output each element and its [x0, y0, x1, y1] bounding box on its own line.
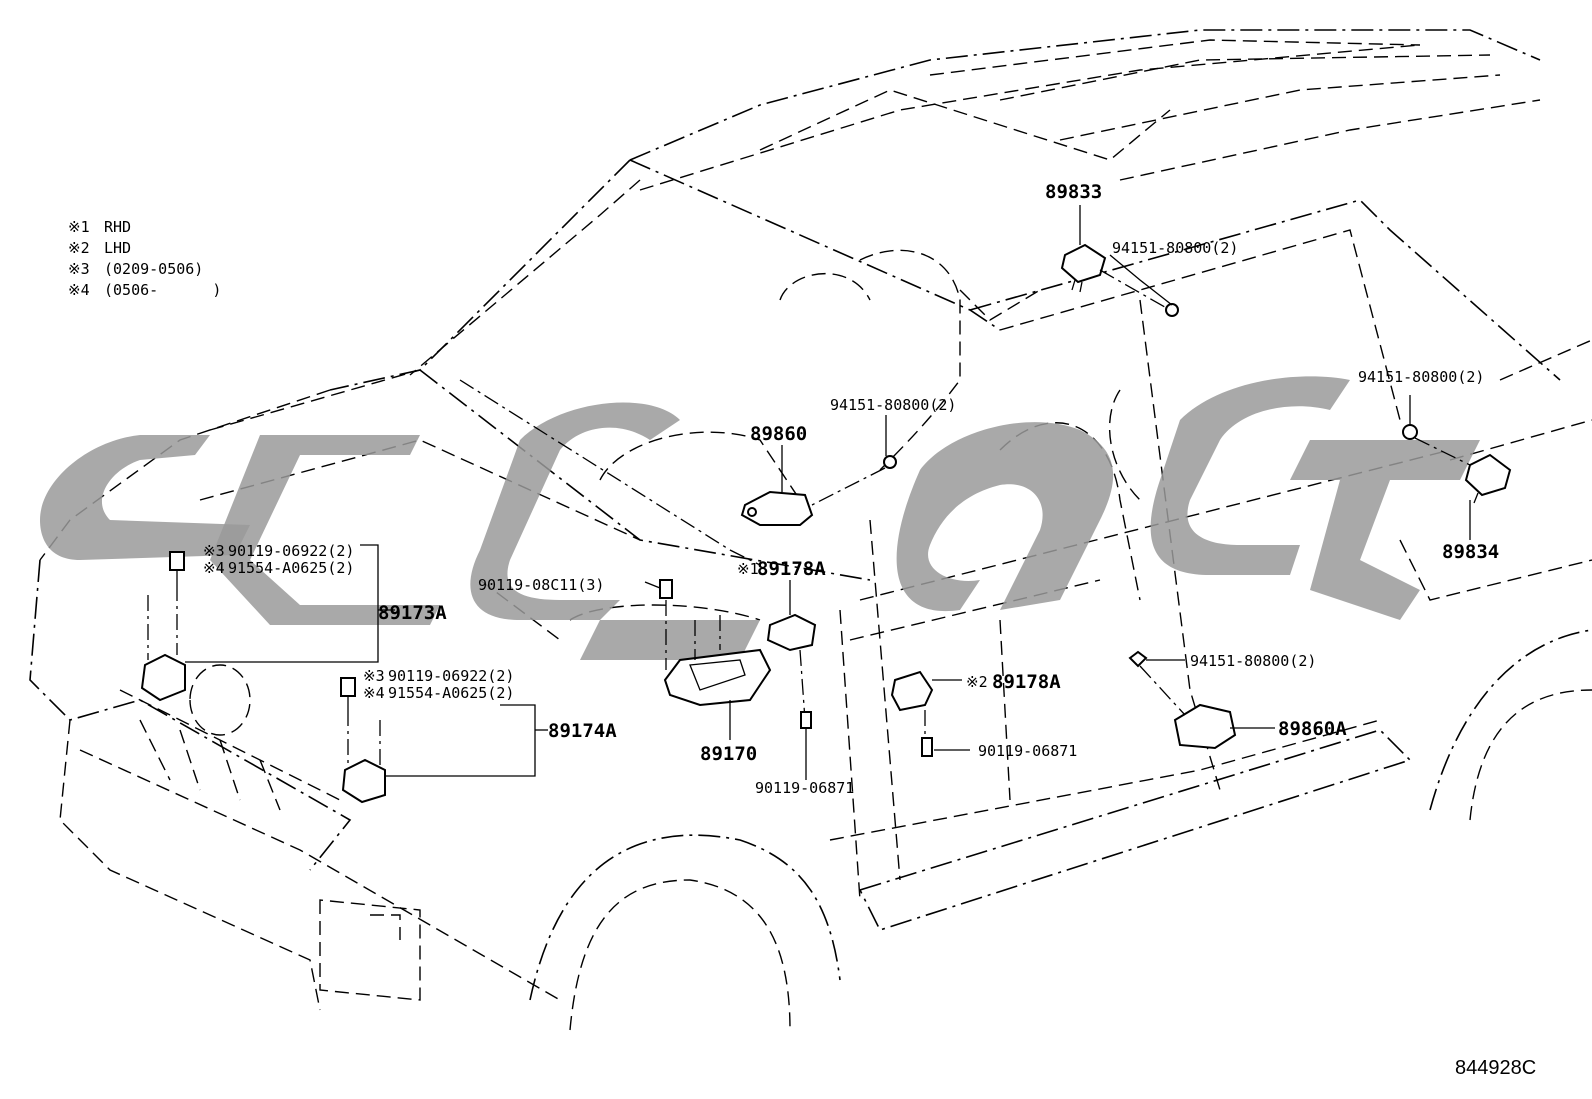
- clip-89860a[interactable]: [1128, 650, 1148, 668]
- label-89178a-lhd[interactable]: 89178A: [992, 671, 1061, 693]
- label-89173a-bolt1-mark: ※3: [203, 542, 225, 560]
- ecu-89170[interactable]: [663, 648, 772, 707]
- legend-1-mark: ※1: [68, 218, 90, 236]
- legend-2-text: LHD: [104, 239, 131, 257]
- part-labels: 89833 94151-80800(2) 89834 94151-80800(2…: [203, 181, 1499, 797]
- bolt-89173a[interactable]: [169, 551, 185, 585]
- legend-4-mark: ※4: [68, 281, 90, 299]
- diagram-code: 844928C: [1455, 1057, 1536, 1079]
- sensor-89860[interactable]: [740, 490, 814, 526]
- label-89860a[interactable]: 89860A: [1278, 718, 1347, 740]
- bolt-89178a-lhd[interactable]: [921, 737, 933, 757]
- legend: ※1 RHD ※2 LHD ※3 (0209-0506) ※4 (0506- ): [68, 218, 221, 299]
- label-89833[interactable]: 89833: [1045, 181, 1102, 203]
- label-89173a-bolt2[interactable]: 91554-A0625(2): [228, 559, 354, 577]
- label-89174a-bolt1[interactable]: 90119-06922(2): [388, 667, 514, 685]
- legend-3-text: (0209-0506): [104, 260, 203, 278]
- legend-4-text: (0506- ): [104, 281, 221, 299]
- label-89174a-bolt1-mark: ※3: [363, 667, 385, 685]
- clip-89833[interactable]: [1165, 303, 1179, 317]
- legend-3-mark: ※3: [68, 260, 90, 278]
- label-89833-bolt[interactable]: 94151-80800(2): [1112, 239, 1238, 257]
- label-89178a-lhd-mark: ※2: [966, 673, 988, 691]
- clip-89860[interactable]: [883, 455, 897, 469]
- label-89860-bolt[interactable]: 94151-80800(2): [830, 396, 956, 414]
- sensor-89833[interactable]: [1060, 243, 1107, 293]
- label-89173a-bolt2-mark: ※4: [203, 559, 225, 577]
- label-89174a[interactable]: 89174A: [548, 720, 617, 742]
- label-89178a-lhd-bolt[interactable]: 90119-06871: [978, 742, 1077, 760]
- label-89170[interactable]: 89170: [700, 743, 757, 765]
- label-89860a-bolt[interactable]: 94151-80800(2): [1190, 652, 1316, 670]
- label-89860[interactable]: 89860: [750, 423, 807, 445]
- label-89170-bolt[interactable]: 90119-08C11(3): [478, 576, 604, 594]
- sensor-89174a[interactable]: [341, 758, 386, 804]
- sensor-89834[interactable]: [1464, 453, 1512, 504]
- sensor-89178a-lhd[interactable]: [890, 670, 934, 712]
- label-89178a-rhd[interactable]: 89178A: [757, 558, 826, 580]
- label-89173a-bolt1[interactable]: 90119-06922(2): [228, 542, 354, 560]
- bolt-89170[interactable]: [644, 579, 673, 599]
- label-89170-lower-bolt[interactable]: 90119-06871: [755, 779, 854, 797]
- sensor-89173a[interactable]: [140, 653, 186, 702]
- label-89174a-bolt2[interactable]: 91554-A0625(2): [388, 684, 514, 702]
- bolt-89174a[interactable]: [340, 677, 356, 710]
- label-89173a[interactable]: 89173A: [378, 602, 447, 624]
- sensor-89178a-rhd[interactable]: [766, 613, 817, 652]
- sensor-89860a[interactable]: [1173, 703, 1237, 750]
- bolt-89170-lower[interactable]: [800, 711, 812, 780]
- label-89178a-rhd-mark: ※1: [737, 560, 759, 578]
- label-89174a-bolt2-mark: ※4: [363, 684, 385, 702]
- label-89834[interactable]: 89834: [1442, 541, 1499, 563]
- label-89834-bolt[interactable]: 94151-80800(2): [1358, 368, 1484, 386]
- legend-1-text: RHD: [104, 218, 131, 236]
- legend-2-mark: ※2: [68, 239, 90, 257]
- watermark-logo: [40, 376, 1480, 660]
- clip-89834[interactable]: [1402, 424, 1418, 440]
